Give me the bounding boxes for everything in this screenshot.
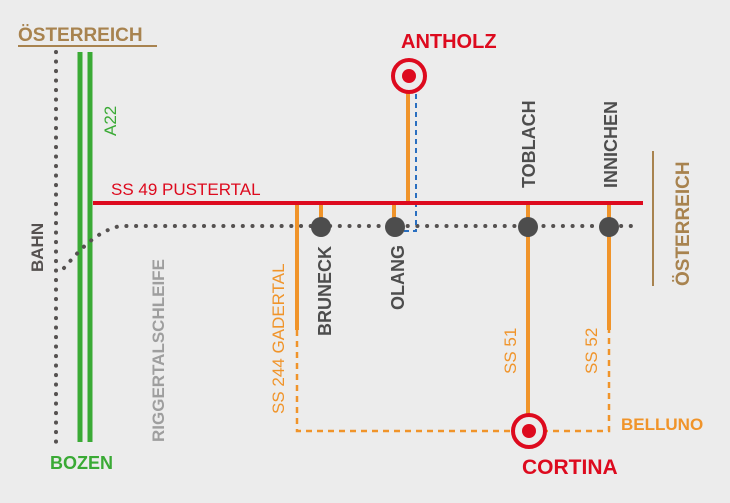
antholz-destination: ANTHOLZ [391, 31, 497, 94]
gadertal-label: SS 244 GADERTAL [269, 263, 288, 414]
station-toblach-marker [518, 217, 538, 237]
stations: BRUNECK OLANG TOBLACH INNICHEN [311, 100, 621, 336]
cortina-destination: CORTINA [511, 413, 618, 479]
olang-label: OLANG [388, 245, 408, 310]
cortina-label: CORTINA [522, 456, 618, 479]
ss52-label: SS 52 [582, 328, 601, 374]
highway-label: A22 [101, 106, 120, 136]
austria-border-north: ÖSTERREICH [18, 25, 157, 47]
antholz-label: ANTHOLZ [401, 31, 497, 53]
innichen-label: INNICHEN [601, 101, 621, 188]
bahn-label: BAHN [28, 223, 47, 272]
bruneck-label: BRUNECK [315, 246, 335, 336]
bus-line-antholz [404, 94, 417, 232]
main-road-ss49: SS 49 PUSTERTAL [93, 180, 643, 205]
ss51-label: SS 51 [501, 328, 520, 374]
station-olang-marker [385, 217, 405, 237]
austria-label-east: ÖSTERREICH [673, 161, 694, 286]
riggertalschleife-label: RIGGERTALSCHLEIFE [149, 259, 168, 442]
austria-border-east: ÖSTERREICH [652, 151, 694, 286]
toblach-label: TOBLACH [519, 100, 539, 188]
austria-label-north: ÖSTERREICH [18, 25, 143, 46]
ss49-label: SS 49 PUSTERTAL [111, 180, 261, 199]
bozen-label: BOZEN [50, 453, 113, 473]
belluno-label: BELLUNO [621, 415, 703, 434]
highway-a22: A22 BOZEN [50, 52, 120, 473]
station-innichen-marker [599, 217, 619, 237]
station-bruneck-marker [311, 217, 331, 237]
rail-line: BAHN RIGGERTALSCHLEIFE [28, 50, 642, 444]
